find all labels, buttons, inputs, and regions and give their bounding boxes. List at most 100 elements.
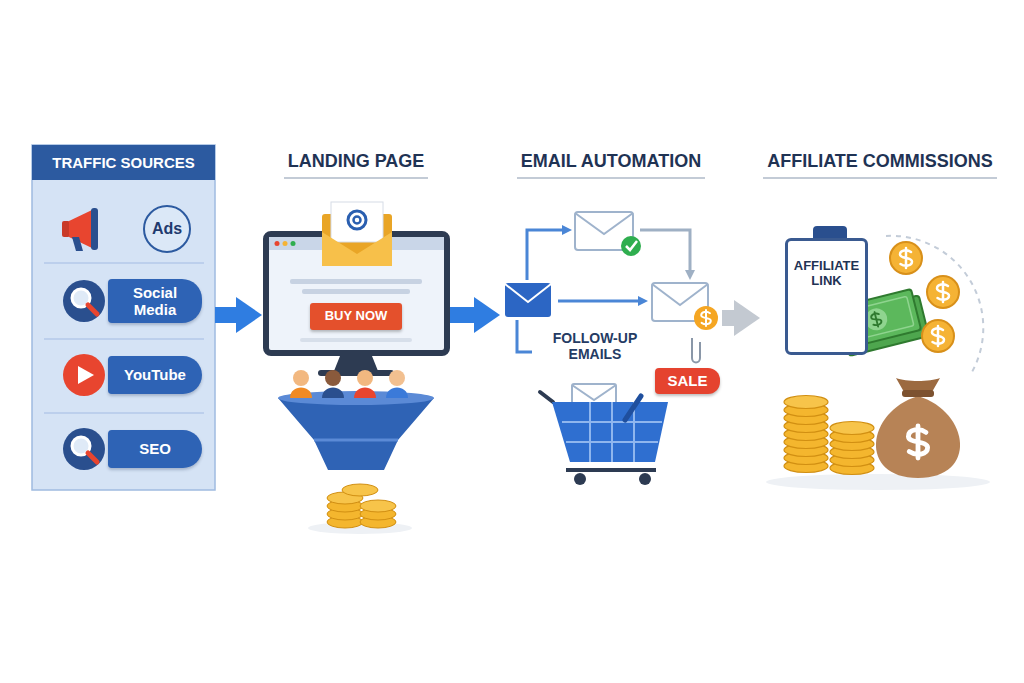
shopping-cart	[566, 468, 656, 472]
panel-heading: TRAFFIC SOURCES	[32, 145, 215, 180]
envelope-left	[505, 284, 551, 302]
monitor	[283, 241, 288, 246]
flow-arrow	[215, 307, 236, 323]
coin-stack	[360, 500, 396, 512]
coins-orbit	[900, 248, 912, 268]
stage-note: FOLLOW-UP EMAILS	[540, 330, 650, 362]
people	[354, 388, 376, 399]
envelope-top	[621, 236, 641, 256]
node-label: AFFILIATE LINK	[792, 259, 861, 289]
envelope-left	[505, 283, 551, 317]
node-label: SEO	[139, 440, 171, 457]
seo-icon	[63, 428, 105, 470]
stage-heading: AFFILIATE COMMISSIONS	[763, 151, 997, 179]
source-badge: Ads	[143, 205, 191, 253]
coins-orbit	[922, 320, 954, 352]
people	[386, 388, 408, 399]
email-flow	[640, 230, 690, 272]
paper-clip	[692, 338, 700, 363]
monitor	[334, 356, 378, 371]
node-label: BUY NOW	[325, 309, 388, 324]
traffic-panel	[44, 338, 204, 340]
seo-icon	[88, 453, 97, 462]
flow-arrow	[722, 310, 734, 326]
stage-column: AFFILIATE COMMISSIONS AFFILIATE LINK	[760, 145, 1000, 530]
megaphone-icon	[62, 221, 70, 237]
shopping-cart	[540, 392, 553, 402]
monitor	[275, 241, 280, 246]
funnel	[278, 391, 434, 470]
envelope-top	[626, 241, 637, 250]
coins-orbit	[937, 282, 949, 302]
money-bag	[896, 378, 940, 392]
envelope-top	[575, 213, 633, 234]
envelope-right	[652, 284, 708, 305]
people	[357, 370, 373, 386]
stage-column: LANDING PAGE BUY NOW	[262, 145, 450, 530]
shopping-cart	[572, 385, 616, 400]
megaphone-icon	[91, 208, 98, 250]
youtube-icon	[78, 366, 94, 384]
node-label: Ads	[152, 220, 182, 238]
email-flow	[527, 230, 564, 280]
monitor	[291, 241, 296, 246]
shopping-cart	[562, 402, 662, 462]
people	[290, 370, 408, 398]
people	[293, 370, 309, 386]
coins-orbit	[886, 236, 983, 372]
monitor	[290, 279, 422, 284]
email-icon	[354, 217, 361, 224]
people	[389, 370, 405, 386]
money-bag	[876, 396, 960, 478]
stage-heading: EMAIL AUTOMATION	[517, 151, 705, 179]
money-bag	[876, 378, 960, 478]
coin-piles	[830, 422, 874, 475]
coins-orbit	[927, 276, 959, 308]
affiliate-clipboard: AFFILIATE LINK	[785, 238, 868, 355]
youtube-icon	[63, 354, 105, 396]
coin-piles	[766, 474, 990, 490]
source-band: YouTube	[108, 356, 202, 394]
social-icon	[63, 280, 105, 322]
people	[290, 388, 312, 399]
traffic-panel	[44, 412, 204, 414]
cash	[870, 311, 882, 328]
node-label: SALE	[667, 372, 707, 389]
youtube-icon	[63, 354, 105, 396]
shopping-cart	[540, 384, 668, 485]
money-bag	[908, 426, 927, 458]
people	[325, 370, 341, 386]
source-band: SEO	[108, 430, 202, 468]
funnel	[314, 439, 398, 442]
shopping-cart	[639, 473, 651, 485]
stage-column: EMAIL AUTOMATION FOLLOW-UP EMAILS SALE	[500, 145, 722, 530]
social-icon	[88, 305, 97, 314]
coins-orbit	[886, 236, 983, 372]
people	[322, 388, 344, 399]
stage-heading: LANDING PAGE	[284, 151, 429, 179]
coins-orbit	[890, 242, 922, 274]
coin-piles	[830, 422, 874, 435]
envelope-right	[652, 283, 718, 330]
envelope-right	[701, 310, 711, 326]
envelope-left	[505, 283, 551, 317]
node-label: Social Media	[114, 284, 196, 319]
coin-piles	[766, 396, 990, 491]
source-panel: TRAFFIC SOURCES AdsSocial MediaYouTubeSEO	[32, 145, 215, 490]
megaphone-icon	[62, 208, 98, 251]
monitor	[302, 289, 410, 294]
social-icon	[63, 280, 105, 322]
envelope-right	[694, 306, 718, 330]
shopping-cart	[552, 402, 668, 462]
email-flow	[517, 320, 532, 352]
traffic-panel	[32, 145, 215, 490]
coin-stack	[342, 484, 378, 496]
funnel	[278, 398, 434, 470]
monitor	[300, 338, 412, 342]
email-icon	[348, 211, 366, 229]
coin-stack	[308, 484, 412, 534]
coin-piles	[784, 396, 828, 409]
